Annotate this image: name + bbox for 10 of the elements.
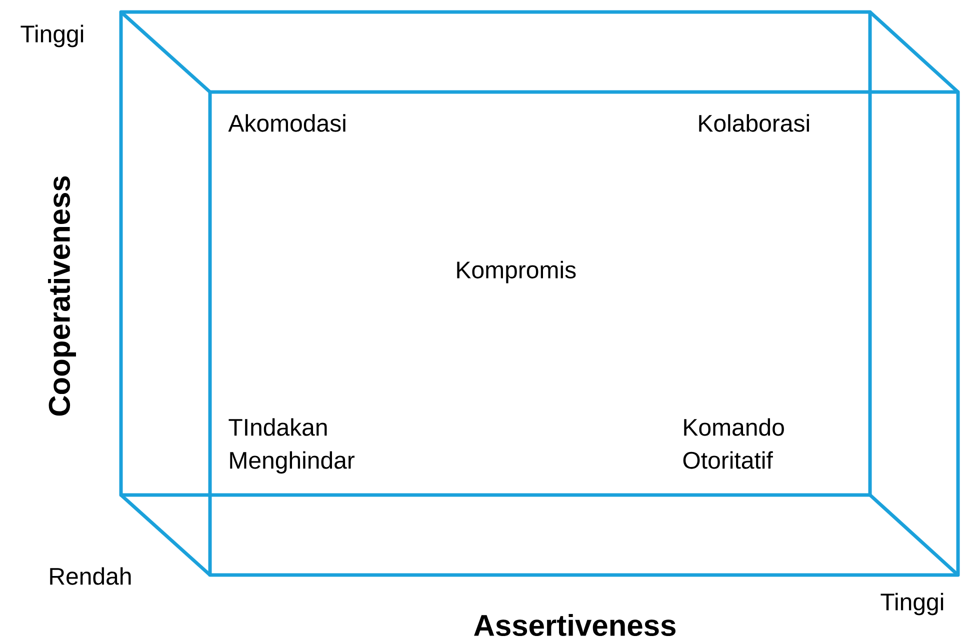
quadrant-label: Akomodasi	[228, 114, 346, 132]
quadrant-label: Kompromis	[457, 260, 576, 284]
quadrant-label: Kolaborasi	[699, 114, 809, 132]
axis-level-label: Tinggi	[880, 592, 944, 616]
quadrant-label: TIndakan Menghindar	[228, 418, 355, 474]
axis-title: Assertiveness	[474, 614, 676, 636]
quadrant-label: Komando Otoritatif	[683, 418, 784, 469]
axis-level-label: Rendah	[50, 567, 131, 585]
axis-level-label: Tinggi	[20, 24, 84, 48]
axis-title: Cooperativeness	[48, 176, 76, 416]
